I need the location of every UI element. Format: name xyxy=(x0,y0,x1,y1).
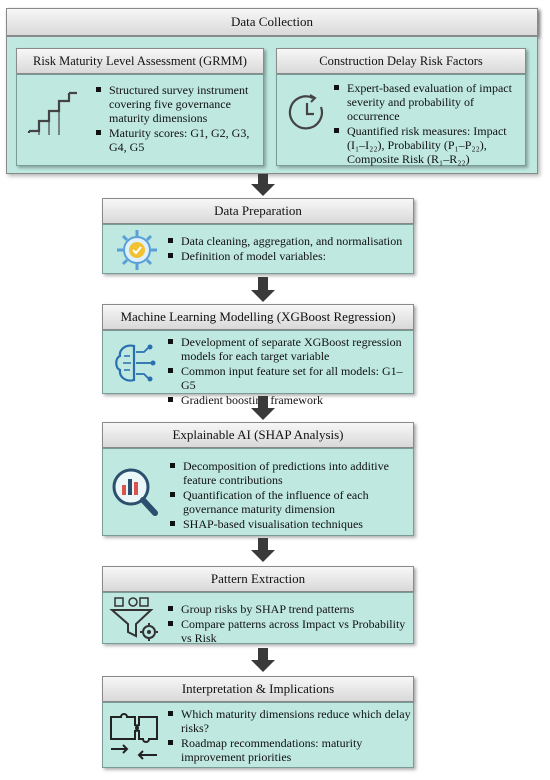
ml-modelling-bullet: Common input feature set for all models:… xyxy=(167,364,411,392)
delay-risk-title: Construction Delay Risk Factors xyxy=(319,53,483,68)
data-preparation-panel: Data cleaning, aggregation, and normalis… xyxy=(102,224,414,274)
delay-risk-header: Construction Delay Risk Factors xyxy=(276,48,526,74)
gear-check-icon xyxy=(117,230,157,270)
funnel-gear-icon xyxy=(109,597,158,641)
pattern-extraction-bullet: Group risks by SHAP trend patterns xyxy=(167,602,411,616)
grmm-header: Risk Maturity Level Assessment (GRMM) xyxy=(16,48,264,74)
grmm-panel: Structured survey instrument covering fi… xyxy=(16,74,264,166)
shap-header: Explainable AI (SHAP Analysis) xyxy=(102,422,414,448)
interpretation-header: Interpretation & Implications xyxy=(102,676,414,702)
ml-modelling-header: Machine Learning Modelling (XGBoost Regr… xyxy=(102,304,414,330)
data-collection-header: Data Collection xyxy=(6,8,538,36)
delay-risk-bullet: Quantified risk measures: Impact (I₁–I₂₂… xyxy=(333,124,523,166)
clock-icon xyxy=(288,94,323,130)
interpretation-panel: Which maturity dimensions reduce which d… xyxy=(102,702,414,768)
interpretation-title: Interpretation & Implications xyxy=(181,681,335,696)
brain-circuit-icon xyxy=(115,344,156,382)
magnifier-chart-icon xyxy=(112,468,158,516)
shap-panel: Decomposition of predictions into additi… xyxy=(102,448,414,536)
interpretation-bullet: Roadmap recommendations: maturity improv… xyxy=(167,736,411,764)
data-preparation-bullet: Data cleaning, aggregation, and normalis… xyxy=(167,234,411,248)
grmm-bullet: Maturity scores: G1, G2, G3, G4, G5 xyxy=(95,126,259,154)
pattern-extraction-bullet: Compare patterns across Impact vs Probab… xyxy=(167,617,411,645)
shap-title: Explainable AI (SHAP Analysis) xyxy=(172,427,344,442)
interpretation-bullet: Which maturity dimensions reduce which d… xyxy=(167,707,411,735)
shap-bullet: Decomposition of predictions into additi… xyxy=(169,459,411,487)
ml-modelling-panel: Development of separate XGBoost regressi… xyxy=(102,330,414,407)
data-preparation-title: Data Preparation xyxy=(214,203,302,218)
data-preparation-header: Data Preparation xyxy=(102,198,414,224)
pattern-extraction-panel: Group risks by SHAP trend patterns Compa… xyxy=(102,592,414,645)
grmm-title: Risk Maturity Level Assessment (GRMM) xyxy=(33,53,247,68)
ml-modelling-bullet: Gradient boosting framework xyxy=(167,393,411,407)
puzzle-icon xyxy=(110,713,158,760)
grmm-bullet: Structured survey instrument covering fi… xyxy=(95,83,259,125)
ml-modelling-bullet: Development of separate XGBoost regressi… xyxy=(167,335,411,363)
pattern-extraction-header: Pattern Extraction xyxy=(102,566,414,592)
delay-risk-bullet: Expert-based evaluation of impact severi… xyxy=(333,81,523,123)
data-preparation-bullet: Definition of model variables: xyxy=(167,249,411,263)
delay-risk-panel: Expert-based evaluation of impact severi… xyxy=(276,74,526,166)
stairs-icon xyxy=(27,91,77,135)
shap-bullet: Quantification of the influence of each … xyxy=(169,488,411,516)
ml-modelling-title: Machine Learning Modelling (XGBoost Regr… xyxy=(120,309,396,324)
shap-bullet: SHAP-based visualisation techniques xyxy=(169,517,411,531)
pattern-extraction-title: Pattern Extraction xyxy=(210,571,306,586)
data-collection-title: Data Collection xyxy=(231,14,313,29)
